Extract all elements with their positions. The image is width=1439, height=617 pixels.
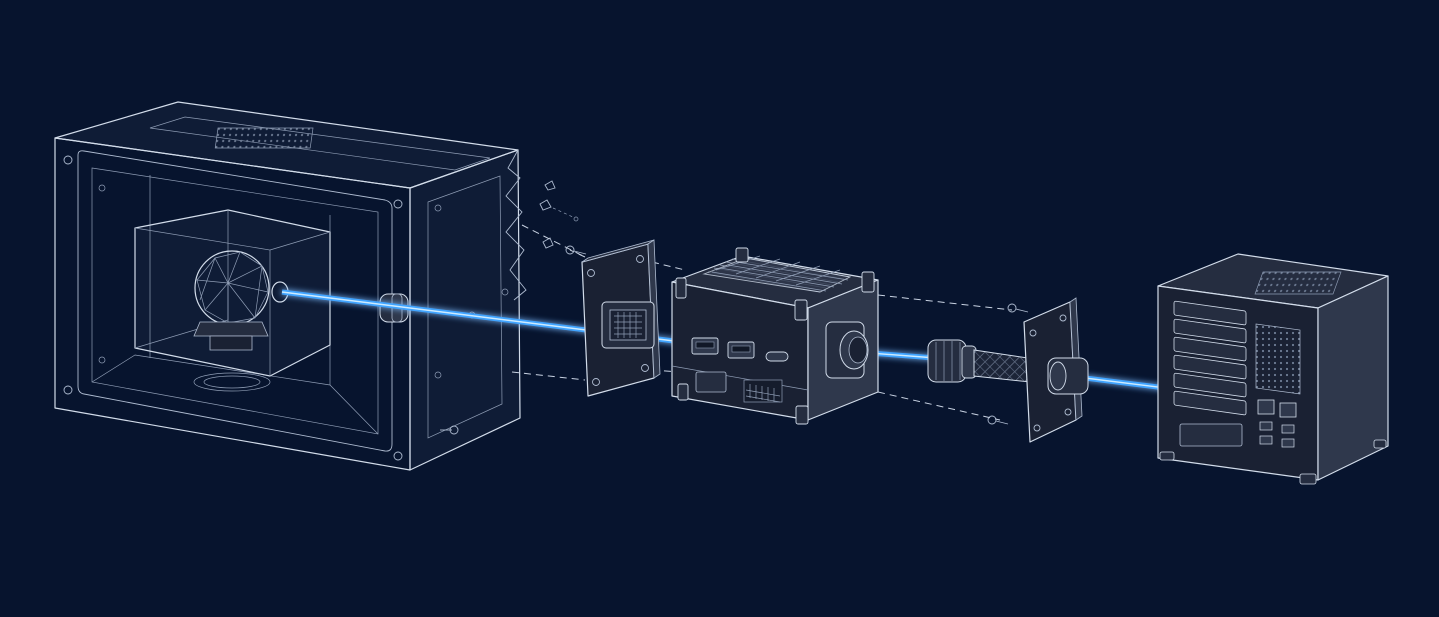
screw-icon xyxy=(440,425,459,435)
cable-gland-icon xyxy=(825,321,869,379)
usb-port-icon xyxy=(1259,421,1295,448)
braided-cable xyxy=(973,349,1031,383)
top-vent-icon xyxy=(214,127,314,149)
drive-bays xyxy=(1173,300,1247,416)
server-chassis-icon xyxy=(1157,253,1389,485)
ethernet-port-icon xyxy=(1257,399,1297,418)
cable-coupler xyxy=(927,339,977,383)
gpio-header-icon xyxy=(743,379,783,403)
mounting-plate-icon xyxy=(1023,297,1089,443)
bulkhead-connector-icon xyxy=(581,239,661,397)
usb-port-icon xyxy=(727,341,755,359)
compute-module-icon xyxy=(671,247,879,425)
enclosure xyxy=(54,101,527,471)
camera-housing xyxy=(134,209,331,377)
screw-icon xyxy=(565,245,587,255)
usb-c-port-icon xyxy=(765,351,789,362)
screw-icon xyxy=(987,415,1009,425)
fragments xyxy=(539,180,579,249)
screw-icon xyxy=(1007,303,1029,313)
usb-port-icon xyxy=(691,337,719,355)
camera-dome-icon xyxy=(193,250,270,351)
top-vent-icon xyxy=(1254,271,1342,295)
